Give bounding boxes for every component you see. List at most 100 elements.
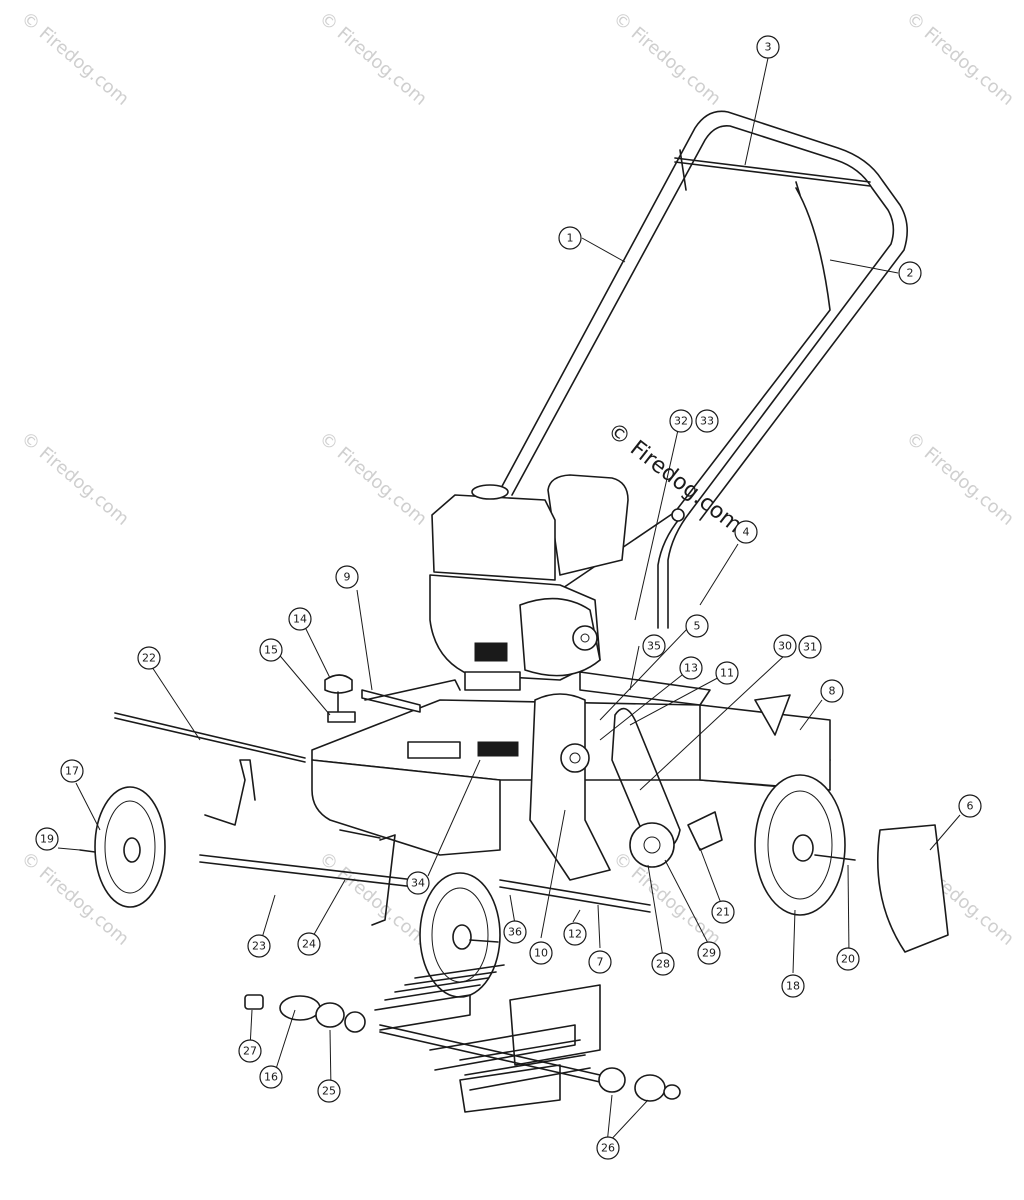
callout-4: 4: [734, 520, 758, 544]
watermark-tile: © Firedog.com: [17, 8, 133, 110]
svg-text:19: 19: [40, 833, 54, 846]
svg-text:32: 32: [674, 415, 688, 428]
svg-text:7: 7: [597, 956, 604, 969]
deck-decal-outline: [407, 741, 461, 759]
engine-base: [464, 671, 521, 691]
engine-blower-housing: [519, 597, 601, 677]
svg-text:3: 3: [765, 41, 772, 54]
callouts: 1 2 3 4 5 6 7 8 9 10 11 12 13 14 15 16 1…: [35, 35, 982, 1160]
svg-text:31: 31: [803, 641, 817, 654]
side-frame-bar: [499, 879, 651, 913]
callout-24: 24: [297, 932, 321, 956]
front-axle-bar: [199, 854, 416, 888]
height-spring: [339, 829, 381, 839]
discharge-flap: [877, 824, 949, 953]
deck-right-panel: [699, 704, 831, 791]
handle-left-rail: [499, 110, 908, 521]
engine-pulley: [572, 625, 598, 651]
engine-air-cleaner: [431, 494, 556, 581]
adjust-link: [371, 834, 396, 926]
watermark-tile: © Firedog.com: [315, 8, 431, 110]
svg-text:8: 8: [829, 685, 836, 698]
svg-text:21: 21: [716, 906, 730, 919]
lever-rod: [364, 679, 461, 701]
adjuster-rod: [114, 712, 306, 763]
svg-text:28: 28: [656, 958, 670, 971]
svg-text:22: 22: [142, 652, 156, 665]
callout-26: 26: [596, 1136, 620, 1160]
wheel-left-rear: [79, 786, 166, 908]
engine-muffler: [474, 642, 508, 662]
engine-lever: [361, 689, 421, 713]
callout-16: 16: [259, 1065, 283, 1089]
svg-text:10: 10: [534, 947, 548, 960]
watermark-tile: © Firedog.com: [902, 428, 1018, 530]
callout-11: 11: [715, 661, 739, 685]
callout-2: 2: [898, 261, 922, 285]
wheels: [79, 774, 856, 998]
svg-text:26: 26: [601, 1142, 615, 1155]
bearing-housing-right: [634, 1074, 666, 1102]
callout-18: 18: [781, 974, 805, 998]
callout-34: 34: [406, 871, 430, 895]
leader-lines: [57, 57, 961, 1145]
control-cable: [559, 187, 831, 591]
callout-28: 28: [651, 952, 675, 976]
engine-pulley-hub: [580, 633, 590, 643]
callout-12: 12: [563, 922, 587, 946]
callout-36: 36: [503, 920, 527, 944]
handle-crossbar-lower: [674, 161, 871, 187]
bearing-right: [598, 1067, 626, 1093]
engine-fuel-tank: [547, 474, 629, 576]
svg-text:11: 11: [720, 667, 734, 680]
reel-spacer: [244, 994, 264, 1010]
watermark-tile: © Firedog.com: [315, 848, 431, 950]
callout-9: 9: [335, 565, 359, 589]
watermark-tile: © Firedog.com: [17, 428, 133, 530]
handle-tube-lower: [657, 511, 691, 629]
control-lever: [679, 149, 801, 196]
main-deck: [311, 671, 831, 881]
svg-text:35: 35: [647, 640, 661, 653]
callout-7: 7: [588, 950, 612, 974]
callout-13: 13: [679, 656, 703, 680]
svg-text:36: 36: [508, 926, 522, 939]
svg-text:24: 24: [302, 938, 316, 951]
deck-front: [311, 759, 501, 856]
svg-text:14: 14: [293, 613, 307, 626]
callout-22: 22: [137, 646, 161, 670]
knob-bracket: [327, 711, 356, 723]
handle-left-rail-inner: [511, 124, 895, 513]
frame-and-axles: [114, 674, 651, 926]
svg-text:6: 6: [967, 800, 974, 813]
svg-text:13: 13: [684, 662, 698, 675]
callout-19: 19: [35, 827, 59, 851]
svg-text:5: 5: [694, 620, 701, 633]
callout-17: 17: [60, 759, 84, 783]
belt-guard: [529, 693, 611, 881]
callout-15: 15: [259, 638, 283, 662]
reel-shaft: [379, 1024, 601, 1083]
callout-20: 20: [836, 947, 860, 971]
callout-5: 5: [685, 614, 709, 638]
deck-decal: [477, 741, 519, 757]
svg-text:1: 1: [567, 232, 574, 245]
cable-clip: [671, 508, 685, 522]
svg-text:27: 27: [243, 1045, 257, 1058]
svg-text:25: 25: [322, 1085, 336, 1098]
svg-text:30: 30: [778, 640, 792, 653]
callout-8: 8: [820, 679, 844, 703]
height-adjust-bracket: [204, 759, 256, 826]
callout-6: 6: [958, 794, 982, 818]
svg-text:29: 29: [702, 947, 716, 960]
bearing-seal-left: [344, 1011, 366, 1033]
engine: [429, 474, 629, 691]
callout-23: 23: [247, 934, 271, 958]
svg-text:17: 17: [65, 765, 79, 778]
callout-33: 33: [695, 409, 719, 433]
svg-text:16: 16: [264, 1071, 278, 1084]
svg-text:33: 33: [700, 415, 714, 428]
watermark-tile: © Firedog.com: [902, 8, 1018, 110]
svg-text:12: 12: [568, 928, 582, 941]
